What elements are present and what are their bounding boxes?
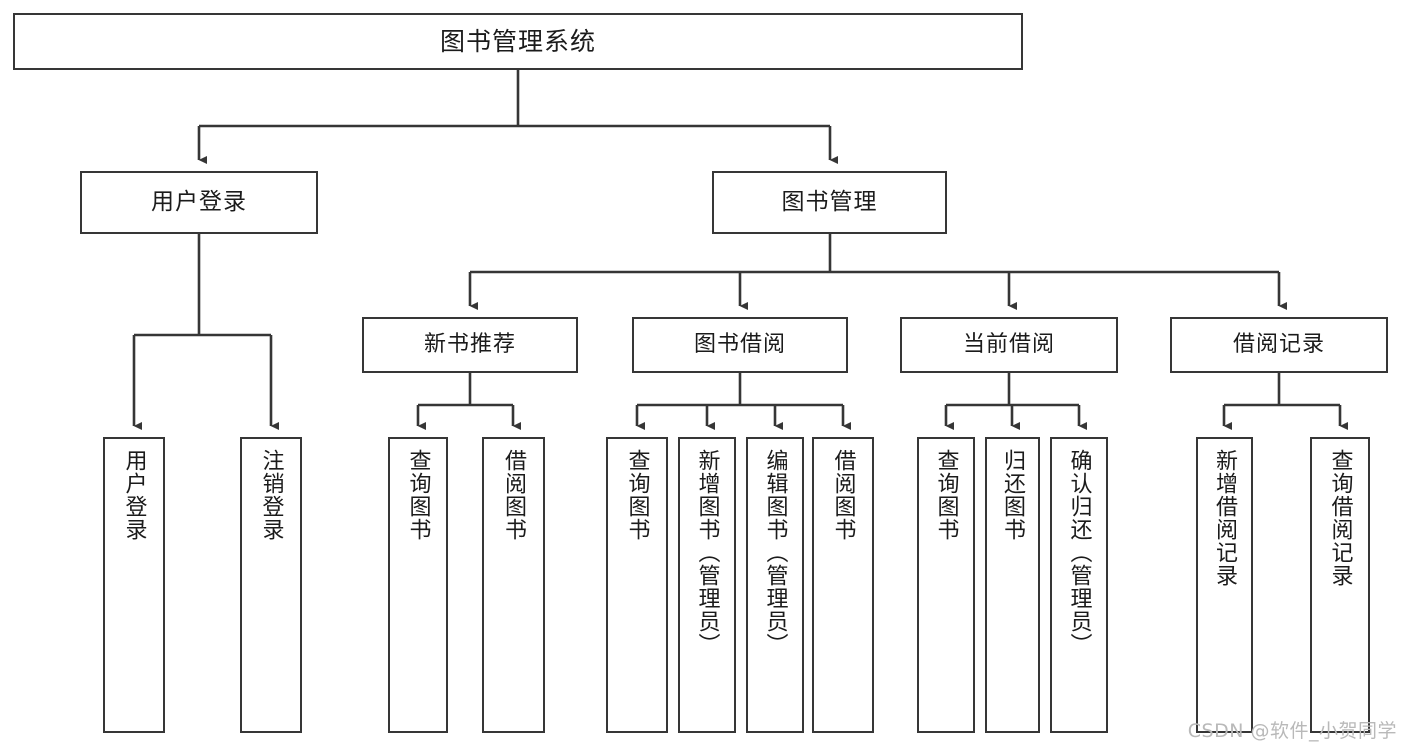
node-leaf-add-record[interactable]: 新增借阅记录 [1196,437,1253,733]
node-borrow-record[interactable]: 借阅记录 [1170,317,1388,373]
node-leaf-query-record-label: 查询借阅记录 [1327,449,1353,587]
node-book-borrow-label: 图书借阅 [693,332,786,357]
node-leaf-query-book-3[interactable]: 查询图书 [917,437,975,733]
node-leaf-add-book[interactable]: 新增图书（管理员） [678,437,736,733]
node-leaf-user-login[interactable]: 用户登录 [103,437,165,733]
node-leaf-user-login-label: 用户登录 [121,449,147,541]
node-root-label: 图书管理系统 [439,27,596,56]
node-leaf-borrow-book-1-label: 借阅图书 [501,449,527,541]
node-root[interactable]: 图书管理系统 [13,13,1023,70]
node-user-login-label: 用户登录 [151,189,247,215]
node-leaf-query-book-2-label: 查询图书 [624,449,650,541]
node-leaf-query-book-1-label: 查询图书 [405,449,431,541]
node-leaf-logout-label: 注销登录 [258,449,284,541]
node-leaf-query-book-1[interactable]: 查询图书 [388,437,448,733]
node-leaf-query-book-3-label: 查询图书 [933,449,959,541]
node-leaf-confirm-return[interactable]: 确认归还（管理员） [1050,437,1108,733]
node-current-borrow[interactable]: 当前借阅 [900,317,1118,373]
node-leaf-add-record-label: 新增借阅记录 [1212,449,1238,587]
node-leaf-edit-book[interactable]: 编辑图书（管理员） [746,437,804,733]
node-leaf-return-book[interactable]: 归还图书 [985,437,1040,733]
node-book-manage-label: 图书管理 [781,189,878,215]
node-new-book-recommend-label: 新书推荐 [423,332,516,357]
node-leaf-confirm-return-label: 确认归还（管理员） [1066,449,1092,656]
node-user-login[interactable]: 用户登录 [80,171,318,234]
node-leaf-add-book-label: 新增图书（管理员） [694,449,720,656]
node-new-book-recommend[interactable]: 新书推荐 [362,317,578,373]
node-leaf-return-book-label: 归还图书 [1000,449,1026,541]
node-leaf-query-record[interactable]: 查询借阅记录 [1310,437,1370,733]
node-current-borrow-label: 当前借阅 [962,332,1055,357]
node-leaf-logout[interactable]: 注销登录 [240,437,302,733]
node-leaf-borrow-book-1[interactable]: 借阅图书 [482,437,545,733]
node-leaf-edit-book-label: 编辑图书（管理员） [762,449,788,656]
node-leaf-borrow-book-2[interactable]: 借阅图书 [812,437,874,733]
node-borrow-record-label: 借阅记录 [1232,332,1325,357]
watermark-text: CSDN @软件_小贺同学 [1187,720,1397,742]
node-leaf-borrow-book-2-label: 借阅图书 [830,449,856,541]
node-book-manage[interactable]: 图书管理 [712,171,947,234]
node-leaf-query-book-2[interactable]: 查询图书 [606,437,668,733]
node-book-borrow[interactable]: 图书借阅 [632,317,848,373]
